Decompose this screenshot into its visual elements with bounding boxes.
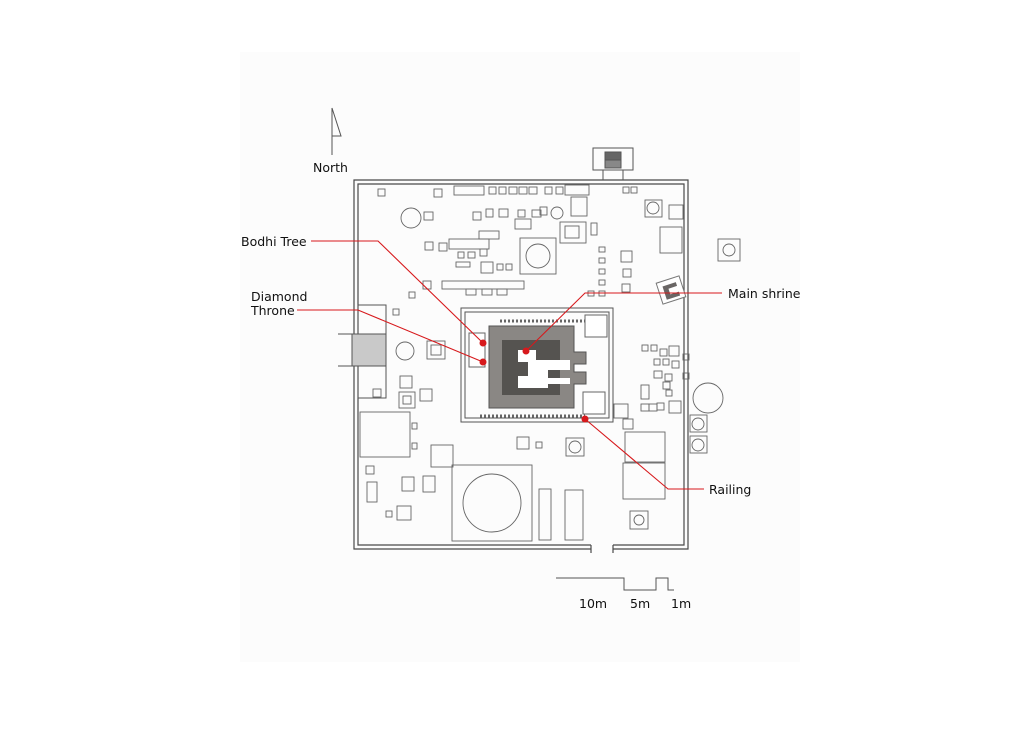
- bodhi-tree-label: Bodhi Tree: [241, 234, 307, 249]
- bodhi-tree-leader: [311, 240, 484, 344]
- scale-label-5m: 5m: [630, 596, 651, 611]
- main-shrine-marker: [522, 347, 530, 355]
- enclosure-wall: [353, 179, 689, 553]
- railing-marker: [581, 415, 589, 423]
- scale-label-1m: 1m: [671, 596, 692, 611]
- north-gate: [592, 147, 634, 180]
- scale-label-10m: 10m: [579, 596, 608, 611]
- diamond-throne-label-line2: Throne: [251, 303, 295, 318]
- north-label: North: [313, 160, 348, 175]
- leader-dots: [479, 339, 589, 423]
- leader-lines: [297, 240, 722, 490]
- east-rotated-structure: [655, 275, 687, 305]
- west-gate: [338, 304, 387, 399]
- diamond-throne-label-line1: Diamond: [251, 289, 308, 304]
- railing: [460, 307, 614, 423]
- main-shrine-label: Main shrine: [728, 286, 801, 301]
- bodhi-tree-marker: [479, 339, 487, 347]
- main-shrine-leader: [525, 292, 722, 352]
- votive-structures: [359, 184, 741, 542]
- diamond-throne-marker: [479, 358, 487, 366]
- diamond-throne-leader: [297, 309, 484, 363]
- main-shrine: [468, 314, 608, 415]
- railing-leader: [584, 418, 704, 490]
- railing-label: Railing: [709, 482, 752, 497]
- scale-bar: [556, 577, 674, 591]
- north-arrow-icon: [331, 107, 342, 155]
